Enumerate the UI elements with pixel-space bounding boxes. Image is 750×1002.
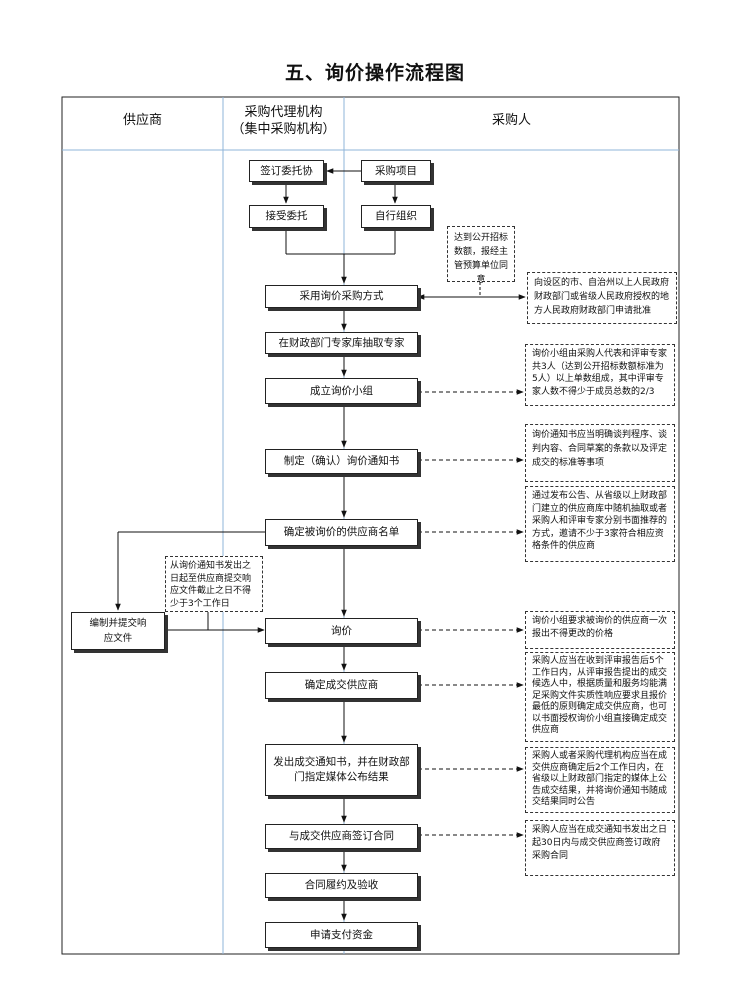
step-project: 采购项目	[361, 160, 431, 182]
note-approval: 向设区的市、自治州以上人民政府财政部门或省级人民政府授权的地方人民政府财政部门申…	[527, 272, 677, 324]
lane-agency-label-2: （集中采购机构）	[231, 122, 336, 137]
lane-purchaser-label: 采购人	[491, 113, 531, 128]
note-one-price: 询价小组要求被询价的供应商一次报出不得更改的价格	[525, 611, 675, 649]
step-inquiry: 询价	[265, 618, 418, 644]
lane-agency: 采购代理机构 （集中采购机构）	[223, 104, 344, 138]
note-contract: 采购人应当在成交通知书发出之日起30日内与成交供应商签订政府采购合同	[525, 820, 675, 876]
lane-supplier-label: 供应商	[122, 113, 162, 128]
step-accept-entrust: 接受委托	[249, 205, 324, 228]
note-list: 通过发布公告、从省级以上财政部门建立的供应商库中随机抽取或者采购人和评审专家分别…	[525, 486, 675, 562]
step-apply-payment: 申请支付资金	[265, 922, 418, 948]
step-draw-experts: 在财政部门专家库抽取专家	[265, 332, 418, 354]
lane-agency-label-1: 采购代理机构	[244, 105, 323, 120]
step-make-notice: 制定（确认）询价通知书	[265, 449, 418, 474]
step-sign-entrust: 签订委托协	[249, 160, 324, 182]
note-group: 询价小组由采购人代表和评审专家共3人（达到公开招标数额标准为5人）以上单数组成，…	[525, 344, 675, 406]
lane-supplier: 供应商	[62, 112, 223, 129]
step-form-group: 成立询价小组	[265, 378, 418, 404]
step-sign-contract: 与成交供应商签订合同	[265, 824, 418, 849]
step-self-organize: 自行组织	[361, 205, 431, 228]
diagram-frame	[61, 96, 680, 955]
note-deadline: 从询价通知书发出之日起至供应商提交响应文件截止之日不得少于3个工作日	[165, 556, 263, 612]
step-perform: 合同履约及验收	[265, 873, 418, 898]
step-confirm-supplier: 确定成交供应商	[265, 672, 418, 699]
note-threshold: 达到公开招标数额，报经主管预算单位同意	[447, 226, 515, 285]
note-publish: 采购人或者采购代理机构应当在成交供应商确定后2个工作日内，在省级以上财政部门指定…	[525, 747, 675, 813]
page-title: 五、询价操作流程图	[284, 62, 465, 84]
step-adopt-method: 采用询价采购方式	[265, 285, 418, 308]
step-confirm-list: 确定被询价的供应商名单	[265, 519, 418, 546]
lane-purchaser: 采购人	[344, 112, 679, 129]
step-prepare-response: 编制并提交响应文件	[71, 612, 165, 650]
note-confirm: 采购人应当在收到评审报告后5个工作日内，从评审报告提出的成交候选人中，根据质量和…	[525, 652, 675, 742]
note-notice: 询价通知书应当明确谈判程序、谈判内容、合同草案的条款以及评定成交的标准等事项	[525, 424, 675, 482]
step-send-notice: 发出成交通知书，并在财政部门指定媒体公布结果	[265, 744, 418, 796]
